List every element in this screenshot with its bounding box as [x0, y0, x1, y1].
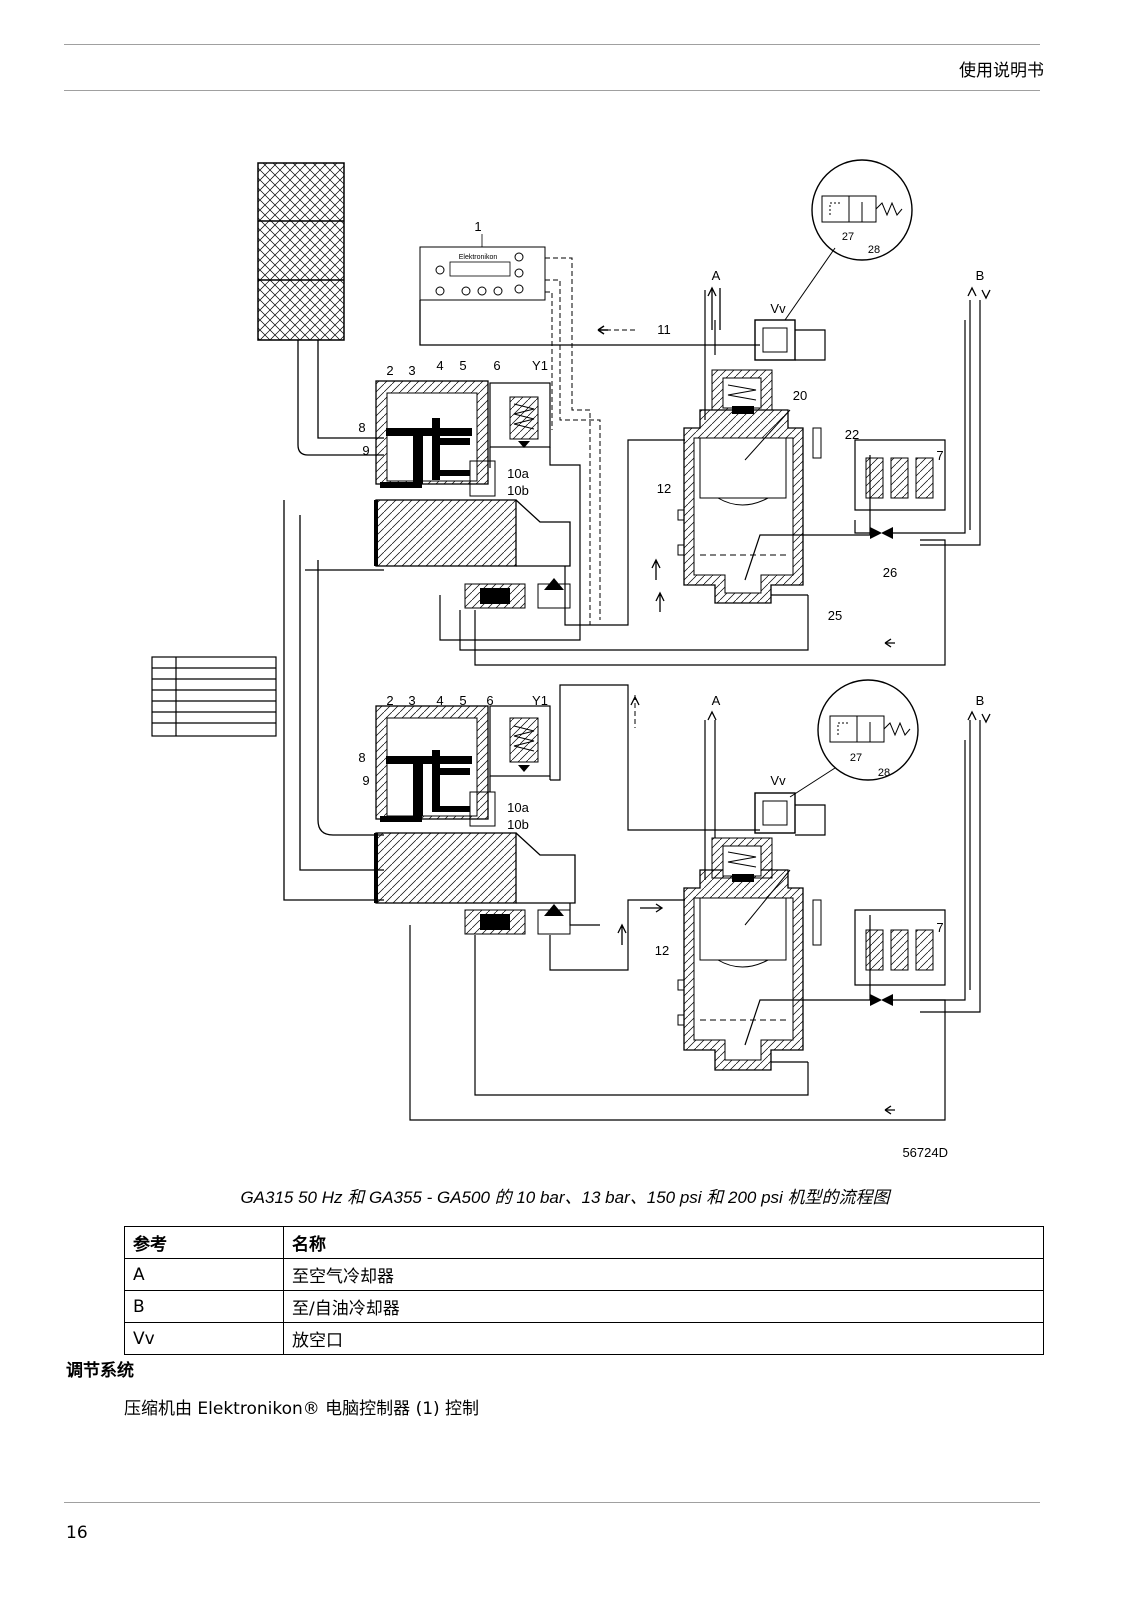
- label-25: 25: [828, 608, 842, 623]
- figure-caption: GA315 50 Hz 和 GA355 - GA500 的 10 bar、13 …: [240, 1188, 890, 1207]
- label-12-upper: 12: [657, 481, 671, 496]
- page-number: 16: [66, 1523, 88, 1543]
- signal-lines: [545, 257, 636, 728]
- label-2-lower: 2: [386, 693, 393, 708]
- motor: [151, 656, 277, 737]
- label-2-upper: 2: [386, 363, 393, 378]
- separator-lower: [677, 720, 871, 1071]
- compressor-upper: [374, 380, 946, 666]
- label-27-lower: 27: [850, 752, 862, 764]
- label-1: 1: [474, 219, 481, 234]
- label-y1-upper: Y1: [532, 358, 548, 373]
- label-A-upper: A: [712, 268, 721, 283]
- label-26: 26: [883, 565, 897, 580]
- intake-pipes: [283, 340, 384, 901]
- separator-upper: [677, 290, 871, 604]
- label-4-lower: 4: [436, 693, 443, 708]
- detail-circle-upper: [784, 159, 913, 321]
- header-rule-bottom: [64, 90, 1040, 91]
- label-8-lower: 8: [358, 750, 365, 765]
- label-5-lower: 5: [459, 693, 466, 708]
- controller-label: Elektronikon: [459, 254, 498, 261]
- oil-filter-group-lower: [854, 720, 981, 1013]
- label-B-lower: B: [976, 693, 985, 708]
- label-28-upper: 28: [868, 244, 880, 256]
- flow-diagram: Elektronikon: [151, 159, 991, 1160]
- label-28-lower: 28: [878, 767, 890, 779]
- legend-ref: Vv: [124, 1322, 284, 1355]
- air-filter: [257, 162, 345, 341]
- label-3-lower: 3: [408, 693, 415, 708]
- label-10b-upper: 10b: [507, 483, 529, 498]
- legend-name: 至空气冷却器: [283, 1258, 1044, 1291]
- drawing-number: 56724D: [902, 1145, 948, 1160]
- label-3-upper: 3: [408, 363, 415, 378]
- header-title: 使用说明书: [959, 61, 1044, 81]
- arrow-11: [597, 325, 608, 335]
- section-title: 调节系统: [66, 1361, 134, 1381]
- table-row: B 至/自油冷却器: [124, 1290, 1044, 1323]
- legend-header-ref: 参考: [124, 1226, 284, 1259]
- label-27-upper: 27: [842, 231, 854, 243]
- label-20: 20: [793, 388, 807, 403]
- legend-header-name: 名称: [283, 1226, 1044, 1259]
- compressor-lower: [374, 684, 946, 1121]
- table-row: A 至空气冷却器: [124, 1258, 1044, 1291]
- label-22: 22: [845, 427, 859, 442]
- footer-rule: [64, 1502, 1040, 1503]
- label-B-upper: B: [976, 268, 985, 283]
- table-row: Vv 放空口: [124, 1322, 1044, 1355]
- label-vv-lower: Vv: [770, 773, 786, 788]
- elektronikon-controller: Elektronikon: [419, 234, 546, 301]
- legend-ref: B: [124, 1290, 284, 1323]
- legend-header-row: 参考 名称: [124, 1226, 1044, 1259]
- label-vv-upper: Vv: [770, 301, 786, 316]
- outlet-pipes-upper: [651, 286, 991, 648]
- label-8-upper: 8: [358, 420, 365, 435]
- label-10a-lower: 10a: [507, 800, 529, 815]
- label-9-upper: 9: [362, 443, 369, 458]
- label-10a-upper: 10a: [507, 466, 529, 481]
- label-11: 11: [657, 322, 671, 337]
- label-10b-lower: 10b: [507, 817, 529, 832]
- label-4-upper: 4: [436, 358, 443, 373]
- label-7-lower: 7: [936, 920, 943, 935]
- detail-circle-lower: [789, 679, 919, 798]
- legend-name: 放空口: [283, 1322, 1044, 1355]
- diagram-labels: 1 A B Vv 11 2 3 4 5 6 Y1 20 8 22 9 7 10a…: [358, 219, 984, 1160]
- label-y1-lower: Y1: [532, 693, 548, 708]
- legend-ref: A: [124, 1258, 284, 1291]
- header-rule-top: [64, 44, 1040, 45]
- section-body-text: 压缩机由 Elektronikon® 电脑控制器 (1) 控制: [124, 1399, 480, 1419]
- label-6-upper: 6: [493, 358, 500, 373]
- oil-filter-group-upper: [854, 300, 981, 546]
- label-12-lower: 12: [655, 943, 669, 958]
- label-A-lower: A: [712, 693, 721, 708]
- legend-table: 参考 名称 A 至空气冷却器 B 至/自油冷却器 Vv 放空口: [124, 1226, 1044, 1355]
- label-7-upper: 7: [936, 448, 943, 463]
- pipe-11: [419, 300, 760, 346]
- legend-name: 至/自油冷却器: [283, 1290, 1044, 1323]
- label-6-lower: 6: [486, 693, 493, 708]
- label-9-lower: 9: [362, 773, 369, 788]
- label-5-upper: 5: [459, 358, 466, 373]
- outlet-pipes-lower: [617, 695, 991, 1115]
